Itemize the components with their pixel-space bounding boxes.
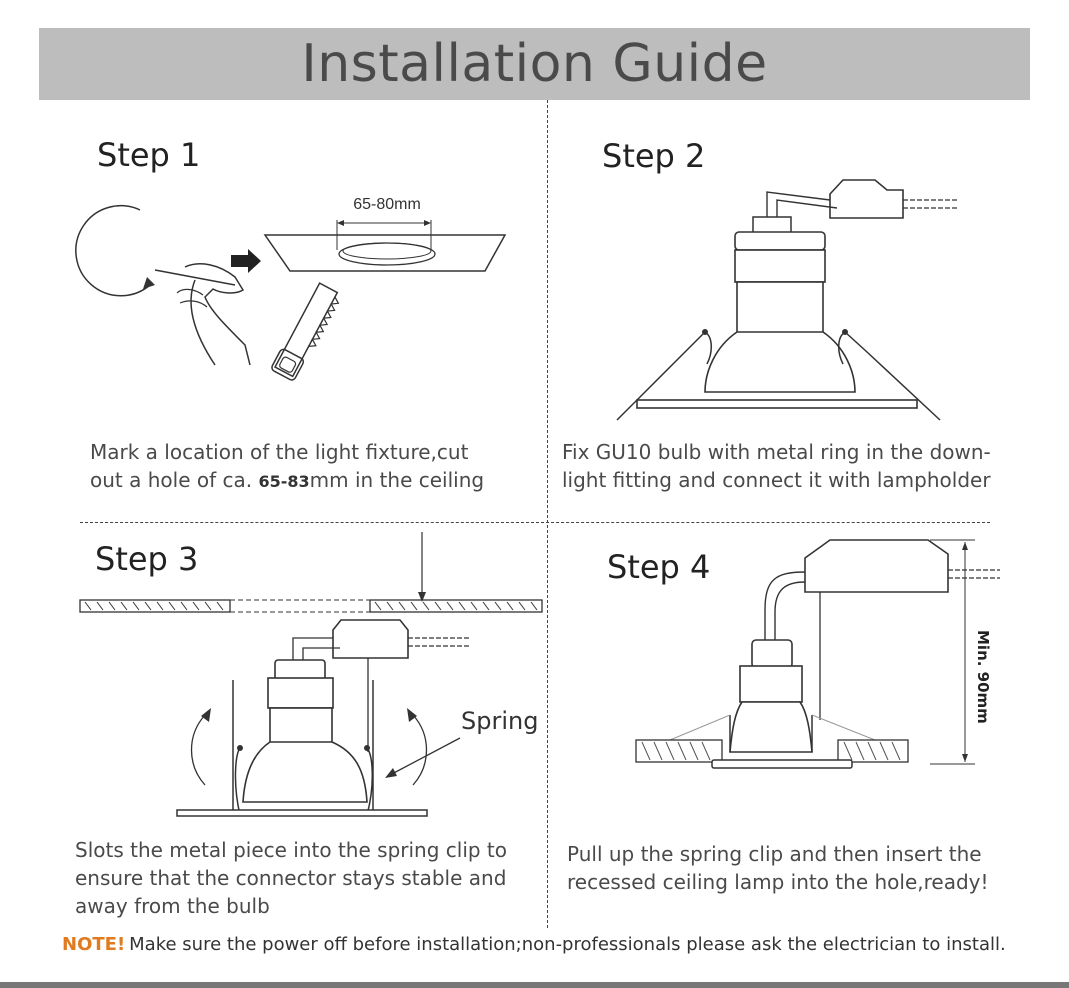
safety-note: NOTE!Make sure the power off before inst…	[62, 934, 1006, 955]
step-4-title: Step 4	[607, 548, 711, 586]
step-1-title: Step 1	[97, 136, 201, 174]
step-2-illustration	[616, 179, 957, 421]
step-2-title: Step 2	[602, 137, 706, 175]
note-text: Make sure the power off before installat…	[129, 934, 1006, 955]
spring-label: Spring	[461, 707, 538, 735]
step-1-desc-line-2: out a hole of ca. 65-83mm in the ceiling	[90, 468, 485, 492]
step-3-illustration: Spring	[79, 532, 543, 817]
step-3-title: Step 3	[95, 540, 199, 578]
dimension-label: 65-80mm	[353, 196, 421, 213]
step-3-desc-line-2: ensure that the connector stays stable a…	[75, 866, 507, 890]
horizontal-divider	[80, 522, 990, 523]
step-3-desc-line-3: away from the bulb	[75, 894, 270, 918]
step-2-desc-line-2: light fitting and connect it with lampho…	[562, 468, 991, 492]
step-3-desc-line-1: Slots the metal piece into the spring cl…	[75, 838, 508, 862]
step-1-illustration: 65-80mm	[75, 196, 507, 381]
page-title: Installation Guide	[301, 34, 768, 94]
step-4-description: Pull up the spring clip and then insert …	[567, 840, 1017, 896]
step-3-description: Slots the metal piece into the spring cl…	[75, 836, 545, 920]
vertical-divider	[547, 100, 548, 928]
step-2-desc-line-1: Fix GU10 bulb with metal ring in the dow…	[562, 440, 991, 464]
height-label: Min. 90mm	[974, 630, 992, 724]
step-1-desc-line-1: Mark a location of the light fixture,cut	[90, 440, 469, 464]
title-banner: Installation Guide	[39, 28, 1030, 100]
step-2-description: Fix GU10 bulb with metal ring in the dow…	[562, 438, 1022, 494]
step-4-desc-line-1: Pull up the spring clip and then insert …	[567, 842, 982, 866]
step-1-description: Mark a location of the light fixture,cut…	[90, 438, 530, 496]
bottom-rule	[0, 982, 1069, 988]
step-4-illustration: Min. 90mm	[635, 539, 1000, 769]
step-4-desc-line-2: recessed ceiling lamp into the hole,read…	[567, 870, 989, 894]
note-label: NOTE!	[62, 934, 126, 955]
